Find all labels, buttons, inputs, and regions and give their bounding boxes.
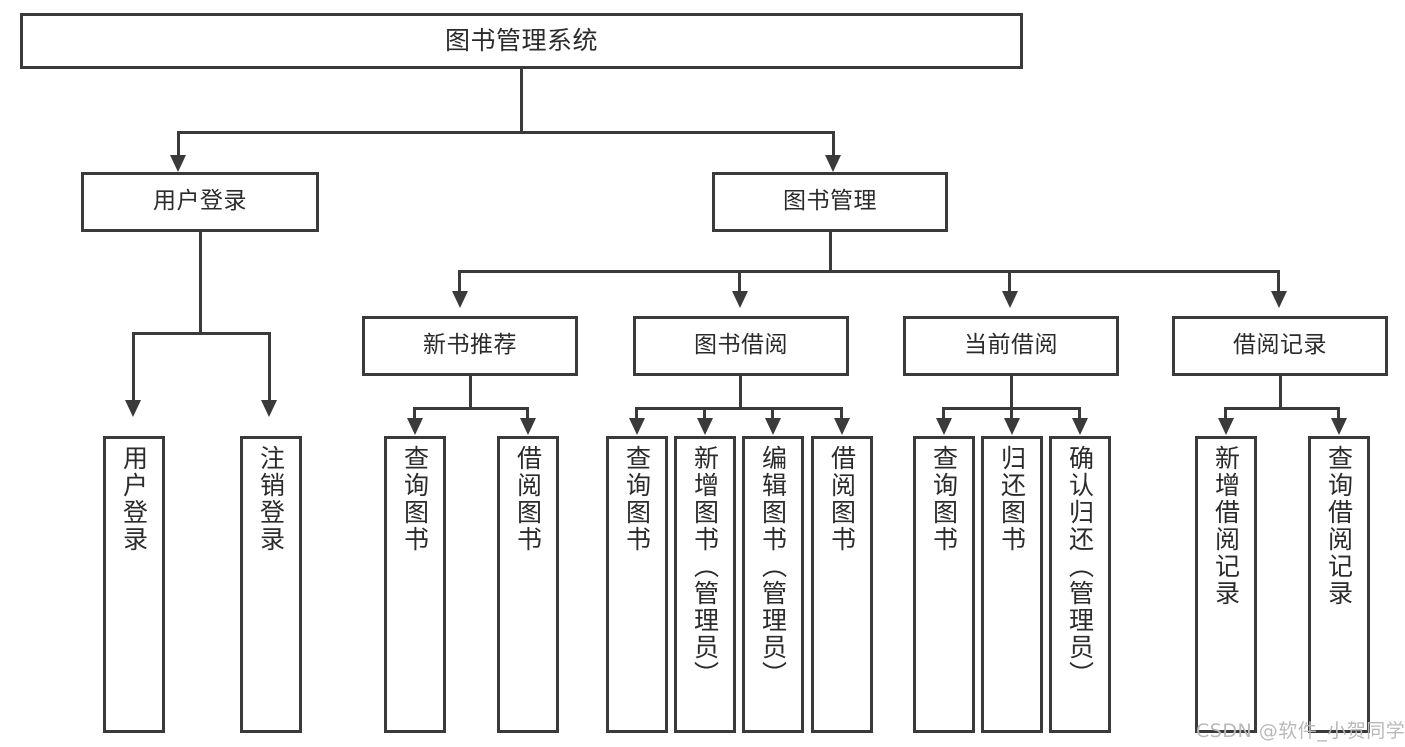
connector-user-login-right [268, 332, 271, 404]
connector-book-manage-stem [829, 232, 832, 272]
connector-recommend-bar [413, 407, 529, 410]
arrowhead-leaf-record-1 [1218, 418, 1234, 435]
connector-recommend-left [413, 407, 416, 422]
leaf-borrow-edit-book-admin[interactable]: 编辑图书（管理员） [742, 436, 804, 733]
connector-to-user-login [177, 131, 180, 160]
leaf-recommend-borrow-book[interactable]: 借阅图书 [497, 436, 559, 733]
connector-borrow-bar [635, 407, 843, 410]
leaf-record-query-record-label: 查询借阅记录 [1324, 445, 1354, 607]
connector-level2-bar [177, 131, 835, 134]
node-new-book-recommend[interactable]: 新书推荐 [362, 316, 578, 376]
connector-borrow-stem [739, 376, 742, 409]
node-user-login[interactable]: 用户登录 [81, 172, 319, 232]
node-root-system-label: 图书管理系统 [444, 26, 598, 56]
arrowhead-leaf-borrow-2 [697, 418, 713, 435]
connector-current-stem [1010, 376, 1013, 409]
leaf-borrow-edit-book-admin-label: 编辑图书（管理员） [758, 445, 788, 688]
connector-user-login-stem [199, 232, 202, 334]
connector-current-c3 [1078, 407, 1081, 422]
node-new-book-recommend-label: 新书推荐 [423, 332, 517, 359]
leaf-current-return-book[interactable]: 归还图书 [981, 436, 1043, 733]
leaf-current-query-book[interactable]: 查询图书 [913, 436, 975, 733]
connector-to-borrow-record [1277, 270, 1280, 295]
leaf-recommend-query-book[interactable]: 查询图书 [384, 436, 446, 733]
arrowhead-leaf-current-3 [1072, 418, 1088, 435]
connector-recommend-stem [469, 376, 472, 409]
connector-current-c2 [1010, 407, 1013, 422]
connector-to-book-manage [832, 131, 835, 160]
leaf-record-add-record-label: 新增借阅记录 [1211, 445, 1241, 607]
arrowhead-leaf-current-1 [936, 418, 952, 435]
leaf-recommend-query-book-label: 查询图书 [400, 445, 430, 553]
leaf-record-add-record[interactable]: 新增借阅记录 [1195, 436, 1257, 733]
connector-record-bar [1224, 407, 1340, 410]
arrowhead-leaf-borrow-1 [629, 418, 645, 435]
leaf-borrow-borrow-book-label: 借阅图书 [827, 445, 857, 553]
connector-to-book-borrow [738, 270, 741, 295]
arrowhead-borrow-record [1271, 291, 1287, 308]
node-book-manage-label: 图书管理 [783, 188, 877, 215]
connector-to-new-book-recommend [458, 270, 461, 295]
arrowhead-leaf-user-login-2 [261, 400, 277, 417]
connector-record-left [1224, 407, 1227, 422]
connector-borrow-c1 [635, 407, 638, 422]
node-user-login-label: 用户登录 [153, 188, 247, 215]
leaf-current-query-book-label: 查询图书 [929, 445, 959, 553]
node-root-system[interactable]: 图书管理系统 [20, 13, 1023, 69]
node-book-borrow[interactable]: 图书借阅 [633, 316, 849, 376]
connector-borrow-c4 [840, 407, 843, 422]
connector-root-stem [520, 69, 523, 133]
node-current-borrow-label: 当前借阅 [964, 332, 1058, 359]
arrowhead-leaf-borrow-4 [834, 418, 850, 435]
leaf-borrow-add-book-admin-label: 新增图书（管理员） [690, 445, 720, 688]
node-borrow-record[interactable]: 借阅记录 [1172, 316, 1388, 376]
leaf-user-login-logout-label: 注销登录 [256, 445, 286, 553]
connector-recommend-right [526, 407, 529, 422]
leaf-user-login-login[interactable]: 用户登录 [103, 436, 165, 733]
arrowhead-book-borrow [732, 291, 748, 308]
connector-level3-bar [458, 270, 1280, 273]
connector-borrow-c3 [771, 407, 774, 422]
node-book-manage[interactable]: 图书管理 [712, 172, 948, 232]
arrowhead-new-book-recommend [452, 291, 468, 308]
leaf-record-query-record[interactable]: 查询借阅记录 [1308, 436, 1370, 733]
node-current-borrow[interactable]: 当前借阅 [903, 316, 1119, 376]
connector-borrow-c2 [703, 407, 706, 422]
leaf-current-return-book-label: 归还图书 [997, 445, 1027, 553]
connector-current-c1 [942, 407, 945, 422]
leaf-user-login-login-label: 用户登录 [119, 445, 149, 553]
leaf-current-confirm-return-admin[interactable]: 确认归还（管理员） [1049, 436, 1111, 733]
leaf-current-confirm-return-admin-label: 确认归还（管理员） [1065, 445, 1095, 688]
leaf-user-login-logout[interactable]: 注销登录 [240, 436, 302, 733]
arrowhead-book-manage [825, 155, 841, 172]
arrowhead-leaf-current-2 [1004, 418, 1020, 435]
leaf-borrow-add-book-admin[interactable]: 新增图书（管理员） [674, 436, 736, 733]
connector-to-current-borrow [1008, 270, 1011, 295]
arrowhead-leaf-recommend-1 [407, 418, 423, 435]
leaf-recommend-borrow-book-label: 借阅图书 [513, 445, 543, 553]
leaf-borrow-query-book-label: 查询图书 [622, 445, 652, 553]
arrowhead-leaf-record-2 [1331, 418, 1347, 435]
arrowhead-leaf-recommend-2 [520, 418, 536, 435]
arrowhead-current-borrow [1002, 291, 1018, 308]
connector-user-login-left [132, 332, 135, 404]
arrowhead-leaf-user-login-1 [125, 400, 141, 417]
connector-record-right [1337, 407, 1340, 422]
arrowhead-leaf-borrow-3 [765, 418, 781, 435]
connector-record-stem [1279, 376, 1282, 409]
connector-user-login-bar [132, 332, 271, 335]
arrowhead-user-login [170, 155, 186, 172]
node-book-borrow-label: 图书借阅 [694, 332, 788, 359]
node-borrow-record-label: 借阅记录 [1233, 332, 1327, 359]
leaf-borrow-borrow-book[interactable]: 借阅图书 [811, 436, 873, 733]
leaf-borrow-query-book[interactable]: 查询图书 [606, 436, 668, 733]
